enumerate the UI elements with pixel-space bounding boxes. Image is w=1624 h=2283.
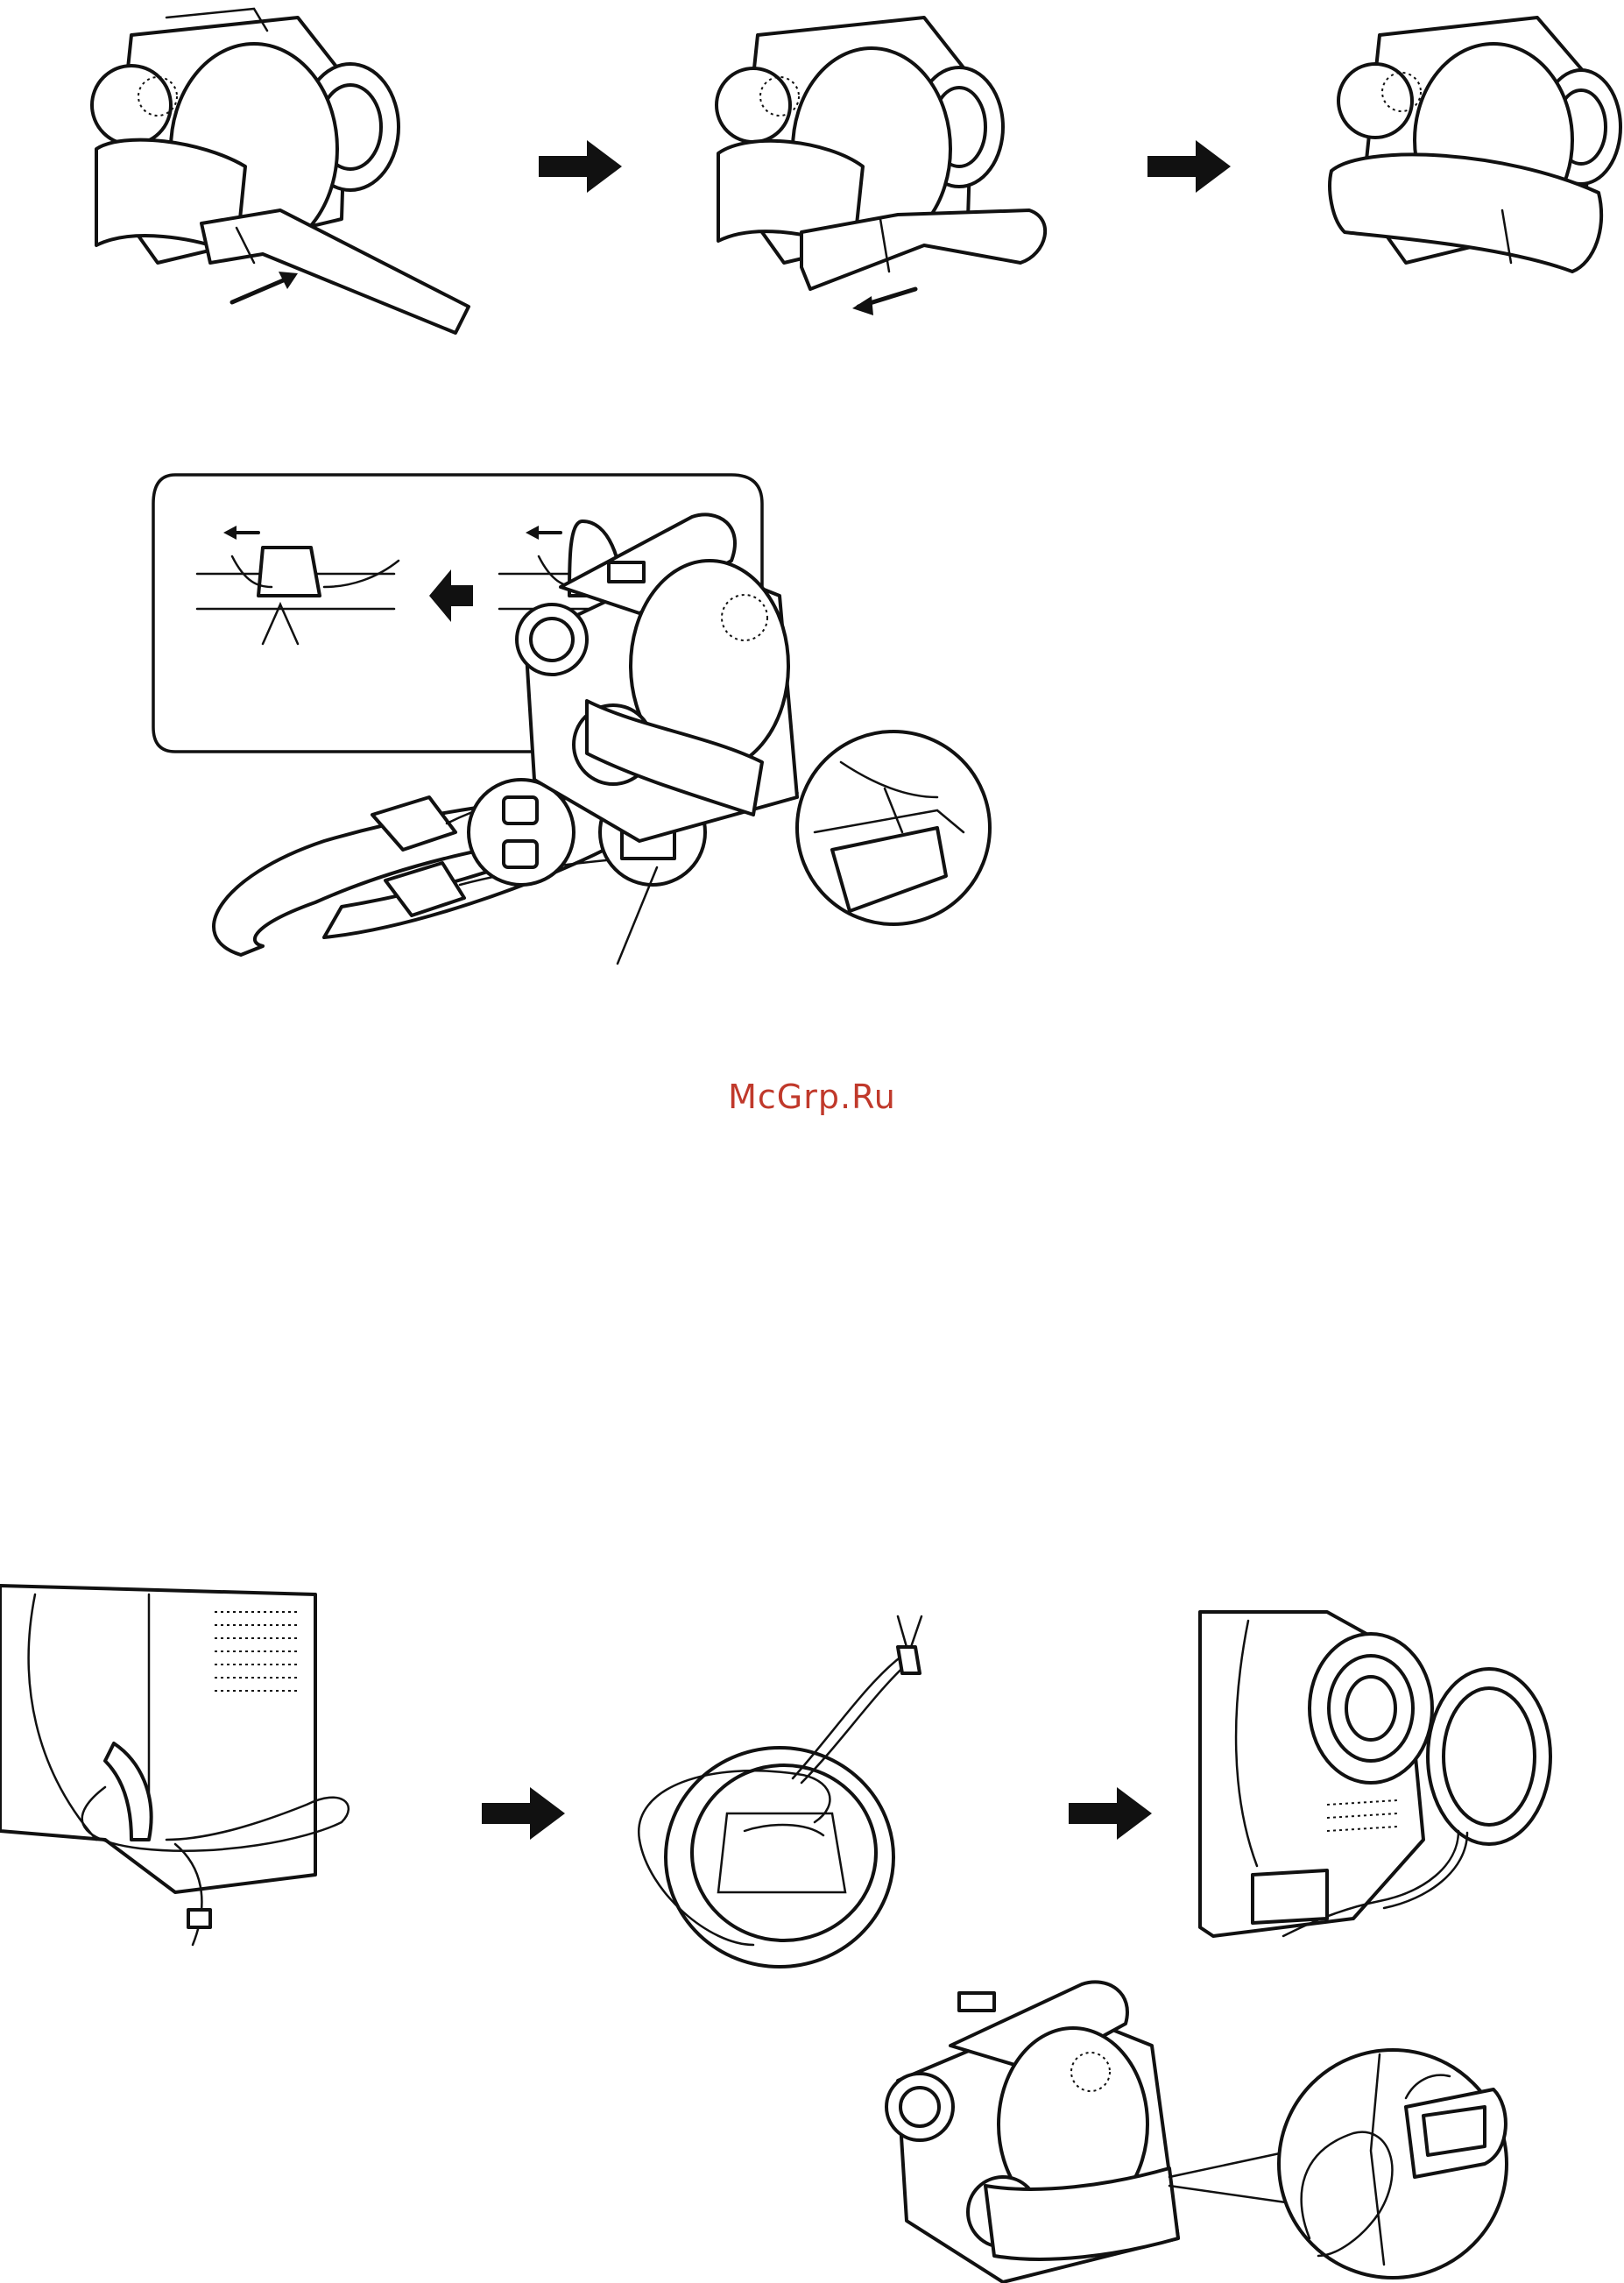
camcorder-belt-fold-back-illustration — [717, 18, 1045, 289]
arrow-in-icon — [232, 272, 298, 302]
grip-belt-step-2 — [705, 0, 1056, 333]
lens-cap-step-3 — [1196, 1603, 1564, 1954]
lens-cap-hook-detail-illustration — [886, 1982, 1507, 2282]
camcorder-belt-fastened-illustration — [1330, 18, 1620, 272]
grip-belt-step-1 — [79, 0, 482, 346]
lens-cap-step-1 — [0, 1577, 359, 1954]
lens-cap-cord-illustration — [639, 1616, 921, 1967]
arrow-right-icon — [539, 140, 626, 193]
arrow-out-icon — [852, 289, 915, 315]
cord-loop-illustration — [0, 1586, 349, 1945]
arrow-right-icon — [1147, 140, 1235, 193]
camcorder-belt-insert-illustration — [92, 9, 469, 333]
lens-cap-hanging-illustration — [1200, 1612, 1550, 1936]
lens-cap-hook — [880, 1976, 1624, 2283]
arrow-right-icon — [1069, 1787, 1156, 1840]
shoulder-strap-attach — [149, 464, 1349, 990]
lens-cap-step-2 — [604, 1612, 999, 1980]
grip-belt-step-3 — [1327, 0, 1624, 289]
watermark-text: McGrp.Ru — [0, 1078, 1624, 1116]
arrow-right-icon — [482, 1787, 569, 1840]
